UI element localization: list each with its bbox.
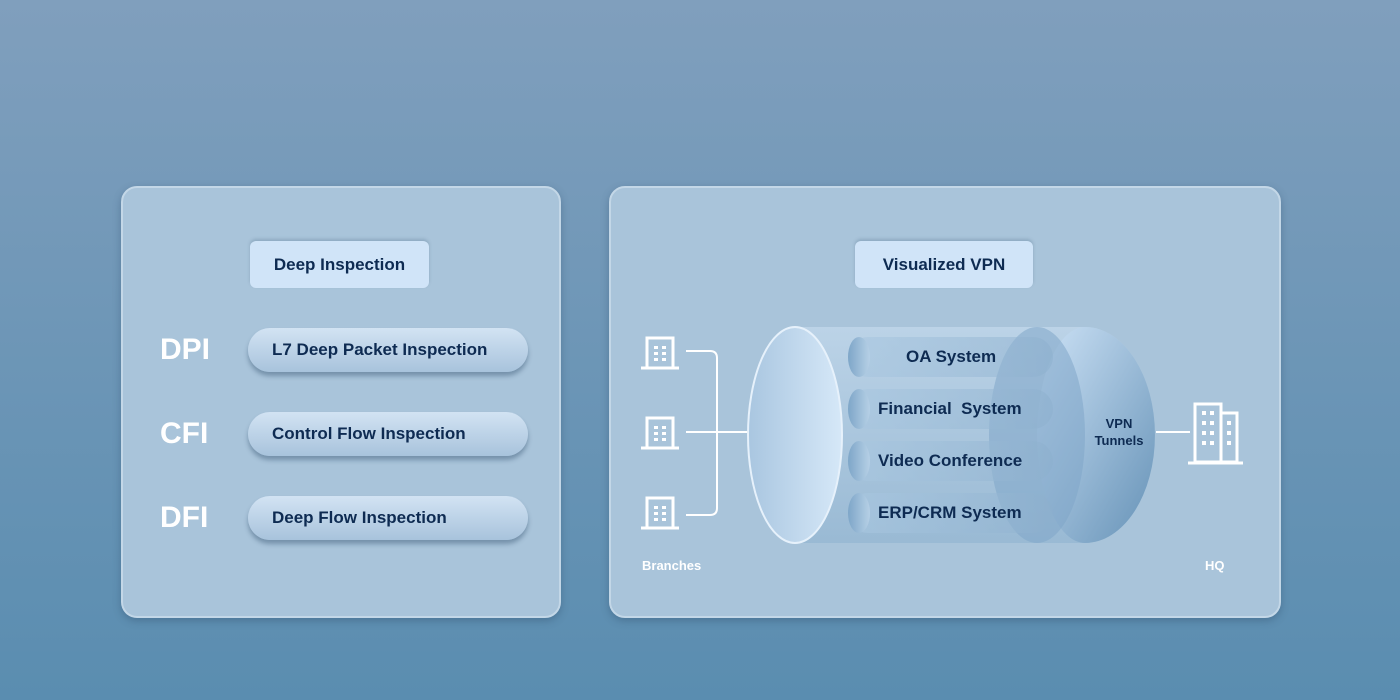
vpn-tunnels-label: VPN Tunnels <box>1085 415 1153 449</box>
dfi-abbr: DFI <box>160 501 209 534</box>
tunnel-video-conference: Video Conference <box>848 441 1053 481</box>
tunnel-label: OA System <box>906 347 997 366</box>
tunnel-erp-crm-system: ERP/CRM System <box>848 493 1053 533</box>
tunnels-label: Tunnels <box>1094 433 1144 448</box>
cfi-abbr: CFI <box>160 417 209 450</box>
pipe-cap <box>848 337 870 377</box>
branch-connector <box>686 350 1190 516</box>
tunnel-oa-system: OA System <box>848 337 1053 377</box>
tunnel-financial-system: Financial System <box>848 389 1053 429</box>
tunnel-label: ERP/CRM System <box>878 503 1022 522</box>
tunnel-label: Video Conference <box>878 451 1023 470</box>
tunnel-label: Financial System <box>878 399 1022 418</box>
pipe-cap <box>848 389 870 429</box>
vpn-label: VPN <box>1105 416 1133 431</box>
deep-inspection-title: Deep Inspection <box>250 241 429 288</box>
pipe-cap <box>848 493 870 533</box>
pipe-cap <box>848 441 870 481</box>
cfi-pill: Control Flow Inspection <box>248 412 528 456</box>
dfi-pill: Deep Flow Inspection <box>248 496 528 540</box>
visualized-vpn-title: Visualized VPN <box>855 241 1033 288</box>
branches-label: Branches <box>642 558 702 573</box>
tunnel-entrance <box>747 326 843 544</box>
dpi-abbr: DPI <box>160 333 211 366</box>
building-icon <box>641 336 679 530</box>
hq-label: HQ <box>1205 558 1225 573</box>
dpi-pill: L7 Deep Packet Inspection <box>248 328 528 372</box>
hq-building-icon <box>1188 402 1243 465</box>
